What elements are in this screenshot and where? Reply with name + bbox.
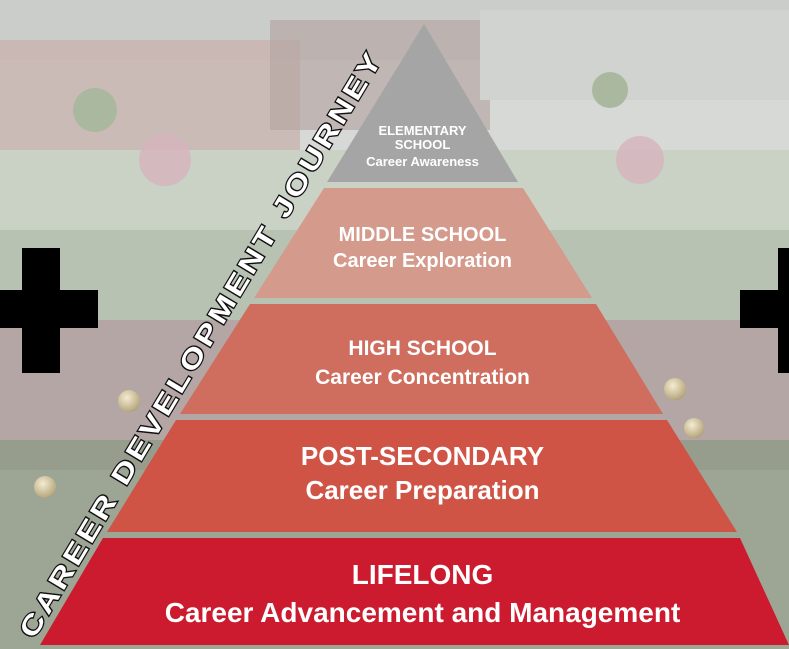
- tier-subtitle: Career Preparation: [305, 475, 540, 506]
- coin-decoration: [664, 378, 686, 400]
- tier-title: HIGH SCHOOL: [348, 337, 497, 360]
- tier-title: MIDDLE SCHOOL: [338, 224, 507, 246]
- tier-title: LIFELONG: [351, 559, 494, 590]
- pyramid-tier-middle-school: [254, 188, 592, 298]
- right-plus-horizontal: [740, 290, 789, 328]
- pyramid-tier-elementary: [327, 24, 518, 182]
- journey-label-text: CAREER DEVELOPMENT JOURNEY: [13, 45, 389, 643]
- coin-decoration: [34, 476, 56, 498]
- pyramid-tier-high-school: [180, 304, 663, 414]
- pyramid-tier-lifelong: [40, 538, 789, 645]
- tier-label-middle-school: MIDDLE SCHOOL Career Exploration: [0, 224, 789, 272]
- tier-title: POST-SECONDARY: [300, 441, 545, 471]
- coin-decoration: [118, 390, 140, 412]
- tier-subtitle: Career Concentration: [315, 365, 530, 389]
- tier-subtitle: Career Advancement and Management: [164, 597, 681, 629]
- left-plus-horizontal: [0, 290, 98, 328]
- tier-title-line2: SCHOOL: [394, 137, 451, 153]
- tier-label-high-school: HIGH SCHOOL Career Concentration: [0, 337, 789, 389]
- tier-label-lifelong: LIFELONG Career Advancement and Manageme…: [0, 559, 789, 629]
- tier-label-post-secondary: POST-SECONDARY Career Preparation: [0, 442, 789, 504]
- pyramid-tier-post-secondary: [107, 420, 737, 532]
- tier-title-line1: ELEMENTARY: [378, 123, 467, 138]
- tier-label-elementary: ELEMENTARY SCHOOL Career Awareness: [0, 123, 789, 170]
- tier-subtitle: Career Awareness: [366, 154, 479, 170]
- tier-subtitle: Career Exploration: [333, 249, 512, 272]
- coin-decoration: [684, 418, 704, 438]
